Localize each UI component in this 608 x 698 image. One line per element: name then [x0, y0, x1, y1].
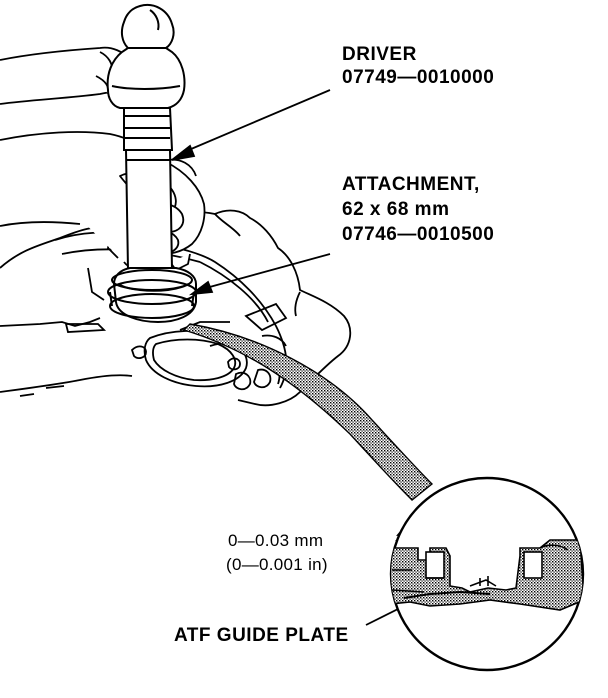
- detail-beam: [182, 323, 434, 501]
- attachment-part-number: 07746—0010500: [342, 224, 495, 245]
- driver-name-label: DRIVER: [342, 44, 417, 65]
- clearance-mm-label: 0—0.03 mm: [228, 531, 324, 550]
- detail-magnifier-icon: [389, 476, 585, 672]
- atf-guide-plate-label: ATF GUIDE PLATE: [174, 625, 349, 646]
- clearance-in-label: (0—0.001 in): [226, 555, 328, 574]
- attachment-name-label: ATTACHMENT,: [342, 174, 480, 195]
- driver-part-number: 07749—0010000: [342, 67, 495, 88]
- attachment-size-label: 62 x 68 mm: [342, 199, 450, 220]
- hammer-icon: [106, 4, 186, 109]
